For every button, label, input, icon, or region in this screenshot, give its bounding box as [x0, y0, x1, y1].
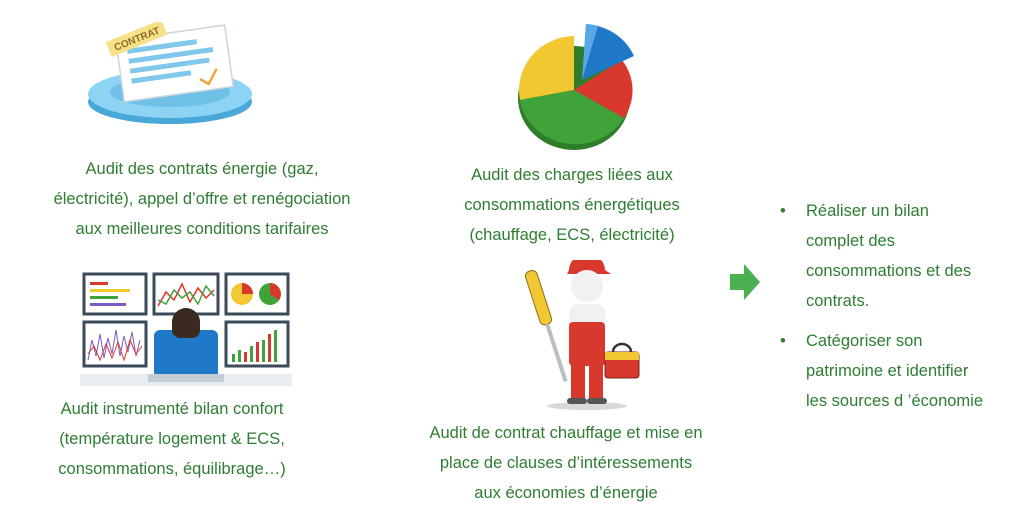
- list-item-line: contrats.: [806, 292, 870, 310]
- list-item-line: Réaliser un bilan: [806, 202, 929, 220]
- caption-line: aux meilleures conditions tarifaires: [75, 220, 329, 238]
- summary-list: Réaliser un bilan complet des consommati…: [780, 196, 1020, 426]
- caption-line: place de clauses d’intéressements: [439, 454, 693, 472]
- caption-audit-charges: Audit des charges liées aux consommation…: [422, 160, 722, 250]
- contract-illustration: CONTRAT: [88, 22, 252, 124]
- list-item: Réaliser un bilan complet des consommati…: [780, 196, 1020, 316]
- caption-line: consommations, équilibrage…): [58, 460, 286, 478]
- list-item-line: complet des: [806, 232, 895, 250]
- caption-line: consommations énergétiques: [464, 196, 680, 214]
- caption-line: Audit de contrat chauffage et mise en: [429, 424, 703, 442]
- caption-line: électricité), appel d’offre et renégocia…: [53, 190, 351, 208]
- list-item-line: les sources d ’économie: [806, 392, 984, 410]
- list-item-line: consommations et des: [806, 262, 972, 280]
- list-item-line: Catégoriser son: [806, 332, 923, 350]
- list-item: Catégoriser son patrimoine et identifier…: [780, 326, 1020, 416]
- caption-line: Audit des contrats énergie (gaz,: [85, 160, 319, 178]
- caption-audit-chauffage: Audit de contrat chauffage et mise en pl…: [396, 418, 736, 508]
- caption-audit-contrats: Audit des contrats énergie (gaz, électri…: [24, 154, 380, 244]
- list-item-line: patrimoine et identifier: [806, 362, 969, 380]
- caption-line: aux économies d’énergie: [474, 484, 658, 502]
- right-arrow-icon: [730, 264, 760, 300]
- caption-line: Audit des charges liées aux: [471, 166, 673, 184]
- caption-line: Audit instrumenté bilan confort: [60, 400, 284, 418]
- caption-audit-instrumente: Audit instrumenté bilan confort (tempéra…: [22, 394, 322, 484]
- caption-line: (chauffage, ECS, électricité): [469, 226, 675, 244]
- monitoring-illustration: [80, 272, 292, 386]
- technician-illustration: [525, 260, 640, 410]
- caption-line: (température logement & ECS,: [59, 430, 285, 448]
- pie-chart-illustration: [518, 24, 634, 150]
